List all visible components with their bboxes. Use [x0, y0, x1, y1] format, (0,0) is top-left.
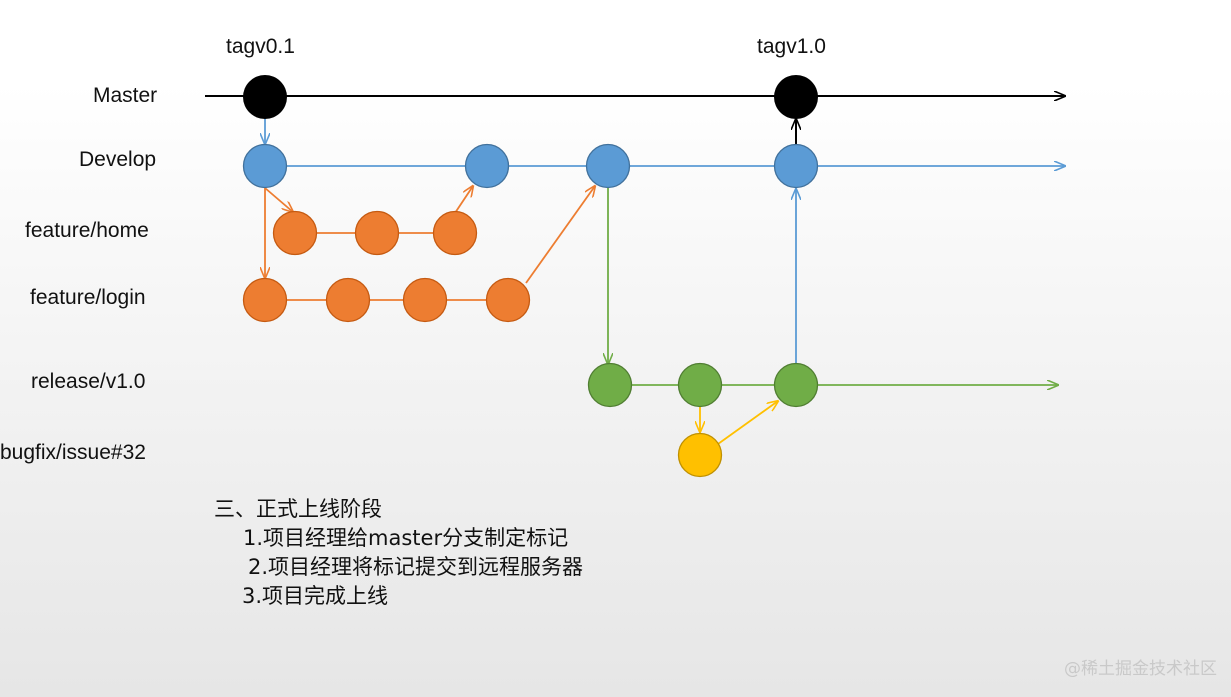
- feature-login-commit-1: [242, 277, 288, 323]
- branch-label-feature-login: feature/login: [30, 286, 146, 309]
- branch-label-bugfix: bugfix/issue#32: [0, 441, 146, 464]
- develop-commit-3: [585, 143, 631, 189]
- feature-login-commit-2: [325, 277, 371, 323]
- notes-step-2: 2.项目经理将标记提交到远程服务器: [248, 555, 584, 579]
- tag-label-v1-0: tagv1.0: [757, 35, 826, 58]
- feature-login-commit-3: [402, 277, 448, 323]
- develop-commit-4: [773, 143, 819, 189]
- develop-commit-2: [464, 143, 510, 189]
- bugfix-to-release-arrow: [717, 401, 778, 445]
- release-commit-2: [677, 362, 723, 408]
- home-to-develop-arrow: [454, 186, 473, 214]
- branch-label-feature-home: feature/home: [25, 219, 149, 242]
- branch-label-master: Master: [93, 84, 158, 107]
- bugfix-commit-1: [677, 432, 723, 478]
- master-commit-1: [243, 75, 287, 119]
- branch-label-release: release/v1.0: [31, 370, 146, 393]
- develop-commit-1: [242, 143, 288, 189]
- tag-label-v0-1: tagv0.1: [226, 35, 295, 58]
- branch-label-develop: Develop: [79, 148, 157, 171]
- notes-heading: 三、正式上线阶段: [214, 497, 382, 521]
- feature-login-commit-4: [485, 277, 531, 323]
- develop-to-home-arrow: [264, 187, 293, 212]
- notes-step-3: 3.项目完成上线: [242, 584, 389, 608]
- watermark-text: @稀土掘金技术社区: [1064, 659, 1217, 679]
- login-to-develop-arrow: [525, 186, 595, 284]
- master-commit-2: [774, 75, 818, 119]
- stage-notes: 三、正式上线阶段 1.项目经理给master分支制定标记 2.项目经理将标记提交…: [214, 495, 583, 611]
- feature-home-commit-2: [354, 210, 400, 256]
- feature-home-commit-3: [432, 210, 478, 256]
- feature-home-commit-1: [272, 210, 318, 256]
- release-commit-1: [587, 362, 633, 408]
- notes-step-1: 1.项目经理给master分支制定标记: [243, 526, 569, 550]
- release-commit-3: [773, 362, 819, 408]
